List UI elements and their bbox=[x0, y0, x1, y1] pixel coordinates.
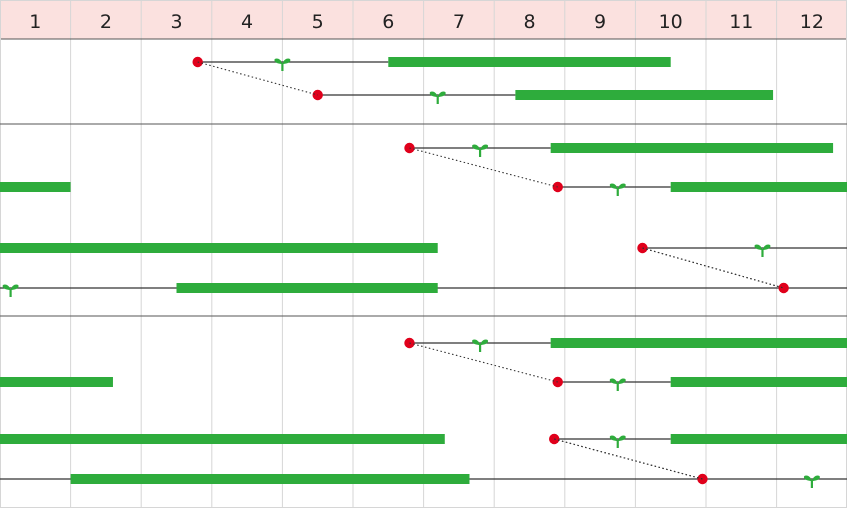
crop-row bbox=[192, 56, 671, 71]
crop-row bbox=[404, 142, 834, 157]
crop-row bbox=[0, 282, 847, 297]
month-label: 11 bbox=[729, 11, 753, 33]
sowing-connector bbox=[197, 61, 318, 96]
month-label: 5 bbox=[312, 11, 324, 33]
harvest-period-bar bbox=[0, 182, 71, 192]
harvest-period-bar bbox=[550, 143, 834, 153]
month-label: 3 bbox=[170, 11, 182, 33]
crop-row bbox=[404, 337, 847, 352]
month-label: 1 bbox=[29, 11, 41, 33]
harvest-period-bar bbox=[0, 243, 438, 253]
month-label: 8 bbox=[523, 11, 535, 33]
crop-row bbox=[312, 89, 774, 104]
harvest-period-bar bbox=[515, 90, 774, 100]
harvest-period-bar bbox=[0, 434, 445, 444]
sprout-icon bbox=[274, 58, 291, 71]
red-dot-icon bbox=[697, 473, 708, 485]
sprout-icon bbox=[429, 91, 446, 104]
crop-section bbox=[0, 337, 847, 488]
sowing-connector bbox=[409, 342, 558, 383]
crop-section bbox=[192, 56, 774, 104]
sprout-icon bbox=[609, 183, 626, 196]
harvest-period-bar bbox=[550, 338, 847, 348]
sprout-icon bbox=[754, 244, 771, 257]
sowing-connector bbox=[554, 438, 703, 480]
crop-row bbox=[0, 433, 847, 448]
harvest-period-bar bbox=[670, 377, 847, 387]
sprout-icon bbox=[472, 339, 489, 352]
crop-rows bbox=[0, 56, 847, 488]
harvest-period-bar bbox=[176, 283, 438, 293]
harvest-period-bar bbox=[670, 182, 847, 192]
month-label: 10 bbox=[659, 11, 683, 33]
crop-row bbox=[0, 473, 847, 488]
sprout-icon bbox=[609, 435, 626, 448]
harvest-period-bar bbox=[70, 474, 470, 484]
red-dot-icon bbox=[404, 142, 415, 154]
harvest-period-bar bbox=[670, 434, 847, 444]
crop-row bbox=[0, 242, 847, 257]
month-label: 9 bbox=[594, 11, 606, 33]
sprout-icon bbox=[472, 144, 489, 157]
sprout-icon bbox=[609, 378, 626, 391]
month-label: 2 bbox=[100, 11, 112, 33]
month-label: 12 bbox=[800, 11, 824, 33]
sowing-connector bbox=[642, 247, 784, 289]
harvest-period-bar bbox=[0, 377, 113, 387]
red-dot-icon bbox=[404, 337, 415, 349]
month-label: 4 bbox=[241, 11, 253, 33]
month-label: 6 bbox=[382, 11, 394, 33]
sprout-icon bbox=[803, 475, 820, 488]
sowing-connector bbox=[409, 147, 558, 188]
crop-section bbox=[0, 142, 847, 297]
sprout-icon bbox=[2, 284, 19, 297]
red-dot-icon bbox=[778, 282, 789, 294]
harvest-period-bar bbox=[388, 57, 671, 67]
month-label: 7 bbox=[453, 11, 465, 33]
